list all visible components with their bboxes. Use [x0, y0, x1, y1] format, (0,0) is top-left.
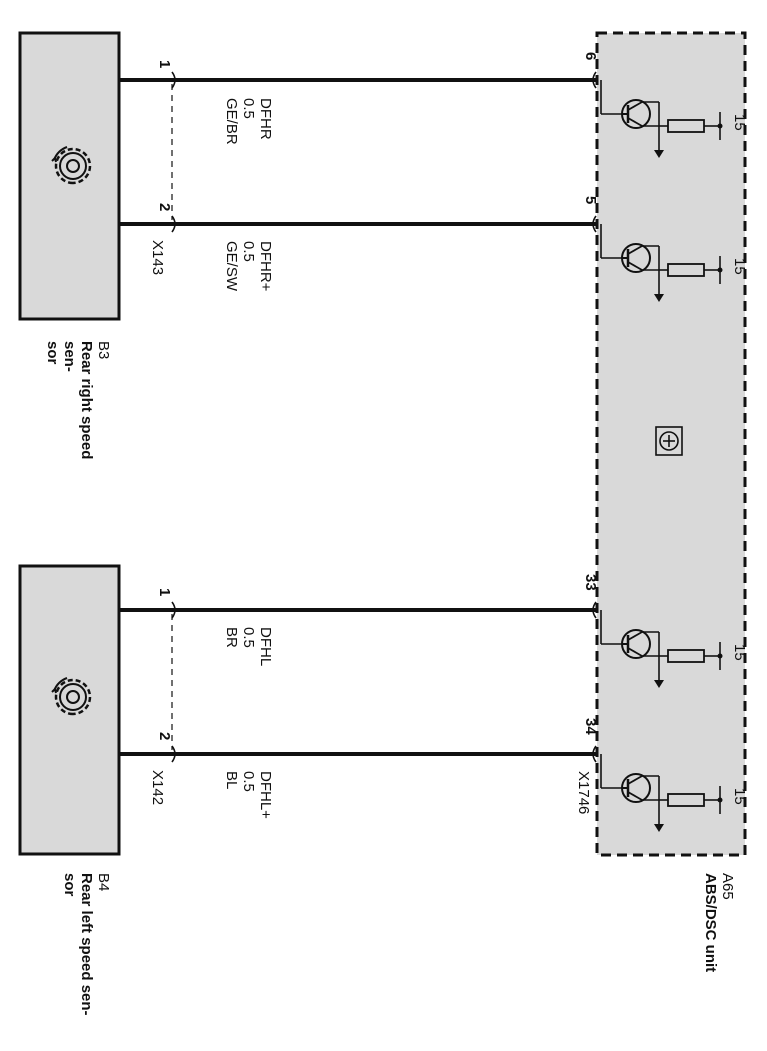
wire-dfhl-gauge: 0.5	[240, 627, 257, 648]
b3-pin1-label: 1	[156, 60, 173, 68]
sensor-b4-name-line1: Rear left speed sen-	[78, 873, 95, 1016]
sensor-b3-name-line2: sen-	[61, 341, 78, 372]
b4-pin1-label: 1	[156, 588, 173, 596]
wire-dfhl-signal: DFHL	[257, 627, 274, 666]
wire-dfhl-plus-signal: DFHL+	[257, 771, 274, 819]
wire-dfhr-plus-color: GE/SW	[223, 241, 240, 292]
transistor-collector	[627, 101, 643, 111]
gear-icon	[51, 146, 92, 185]
ecu-connector-label: X1746	[575, 771, 592, 814]
sensor-b3-name-line1: Rear right speed	[78, 341, 95, 459]
sensor-b4-id: B4	[95, 873, 112, 891]
transistor-collector	[627, 245, 643, 255]
ground-arrow-icon	[654, 680, 664, 688]
module-id: A65	[719, 873, 736, 900]
supply-label: 15	[731, 644, 748, 661]
ecu-pin-33-label: 33	[582, 574, 599, 591]
wire-dfhr-plus-signal: DFHR+	[257, 241, 274, 292]
ecu-symbol-icon	[655, 426, 683, 456]
wire-dfhr-gauge: 0.5	[240, 98, 257, 119]
ground-arrow-icon	[654, 294, 664, 302]
transistor-collector	[627, 775, 643, 785]
ecu-pin-5-label: 5	[582, 196, 599, 204]
transistor-emitter	[627, 647, 643, 657]
module-name: ABS/DSC unit	[702, 873, 719, 972]
wire-dfhl-color: BR	[223, 627, 240, 648]
ground-arrow-icon	[654, 824, 664, 832]
sensor-b3-id: B3	[95, 341, 112, 359]
wire-dfhl-plus-color: BL	[223, 771, 240, 789]
ecu-pin-34-label: 34	[582, 718, 599, 735]
b3-pin2-label: 2	[156, 203, 173, 211]
wire-dfhr-color: GE/BR	[223, 98, 240, 145]
transistor-collector	[627, 631, 643, 641]
supply-label: 15	[731, 258, 748, 275]
wire-dfhl-plus-gauge: 0.5	[240, 771, 257, 792]
ecu-pin-mark	[592, 71, 597, 763]
sensor-b4-name-line2: sor	[61, 873, 78, 897]
transistor-emitter	[627, 791, 643, 801]
transistor-emitter	[627, 261, 643, 271]
wire-dfhr-plus-gauge: 0.5	[240, 241, 257, 262]
gear-icon	[51, 677, 92, 716]
ecu-pin-6-label: 6	[582, 52, 599, 60]
abs-dsc-unit-box	[595, 31, 747, 857]
sensor-b3-name-line3: sor	[44, 341, 61, 365]
transistor-emitter	[627, 117, 643, 127]
connector-x142-label: X142	[149, 770, 166, 805]
supply-label: 15	[731, 114, 748, 131]
wire-dfhr-signal: DFHR	[257, 98, 274, 140]
ground-arrow-icon	[654, 150, 664, 158]
connector-x143-label: X143	[149, 240, 166, 275]
supply-label: 15	[731, 788, 748, 805]
b4-pin2-label: 2	[156, 732, 173, 740]
connector-pin-mark	[171, 71, 176, 763]
